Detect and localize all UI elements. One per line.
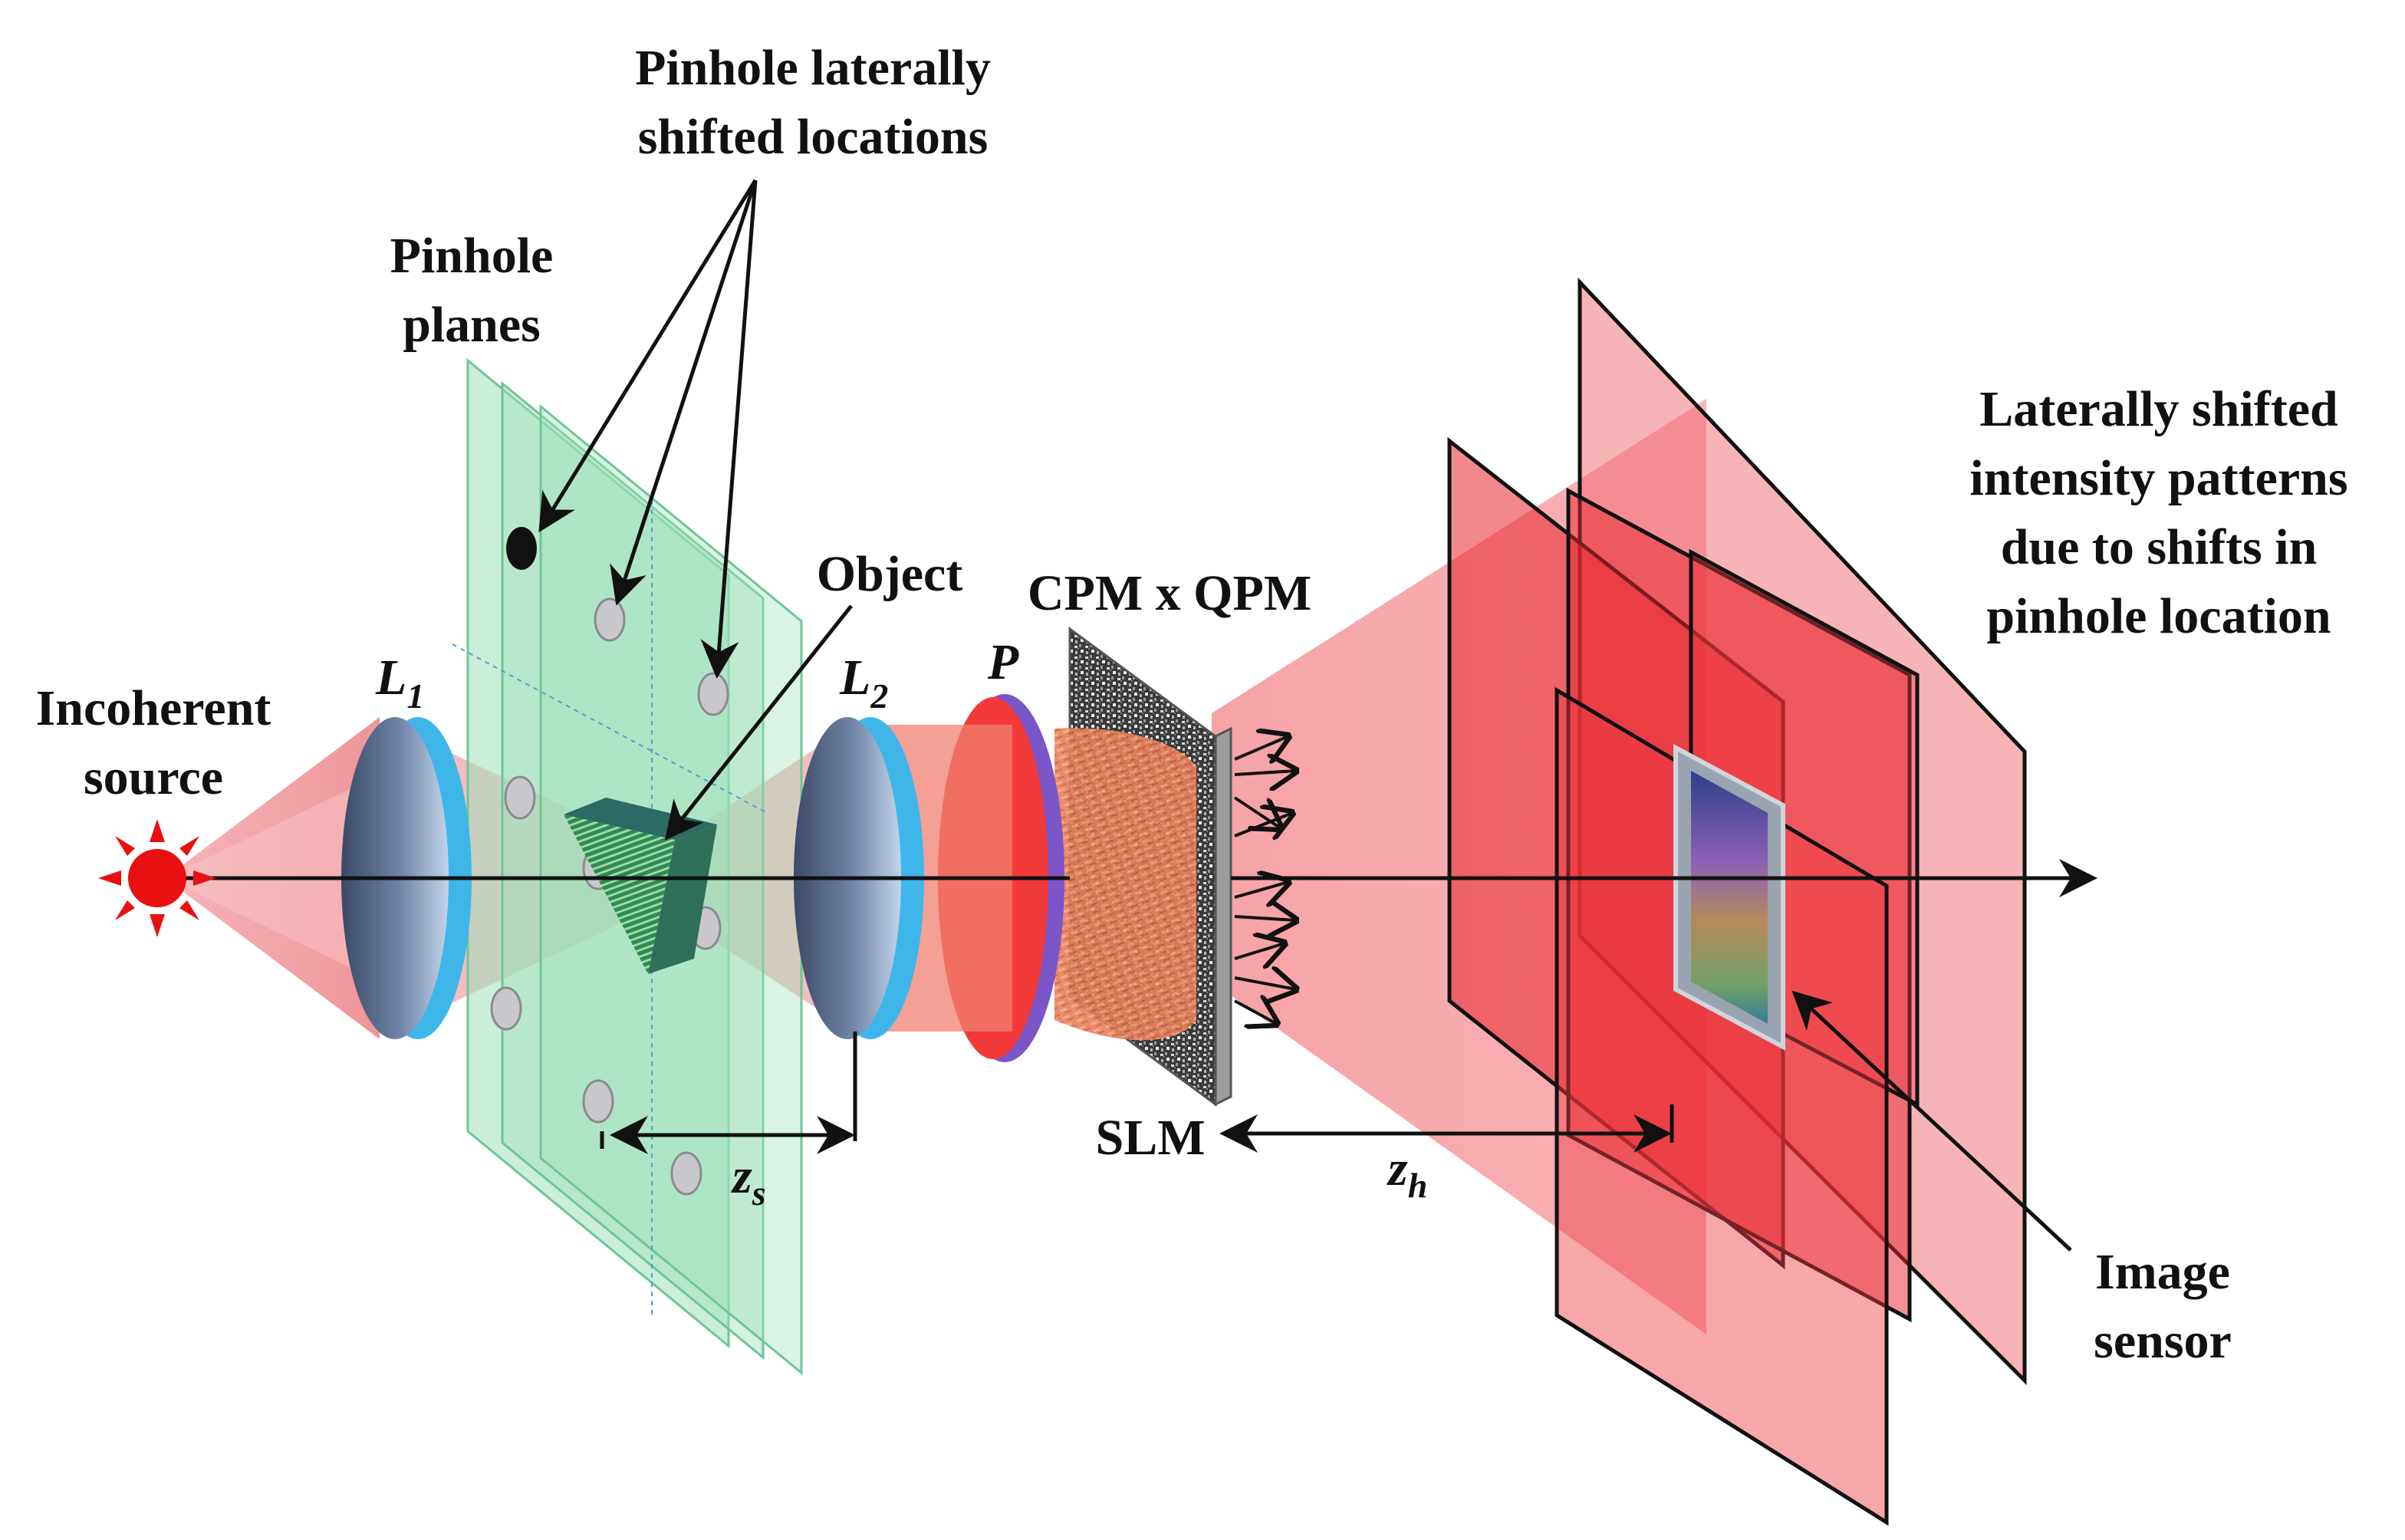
zs-label: zs — [731, 1148, 766, 1213]
svg-text:planes: planes — [403, 297, 541, 353]
pinhole-dot — [670, 1151, 702, 1196]
pinhole-dot — [697, 672, 729, 716]
svg-text:Laterally shifted: Laterally shifted — [1979, 381, 2338, 437]
lens-l2-label: L2 — [839, 650, 888, 716]
svg-text:Incoherent: Incoherent — [36, 680, 271, 736]
pinhole-dot — [594, 597, 626, 642]
svg-text:Pinhole: Pinhole — [390, 228, 554, 284]
zh-dimension — [1219, 1104, 1674, 1153]
lens-l1-label: L1 — [375, 650, 424, 716]
selected-pinhole — [506, 527, 537, 570]
pinhole-dot — [504, 775, 536, 820]
svg-text:Pinhole laterally: Pinhole laterally — [635, 40, 991, 96]
svg-text:shifted locations: shifted locations — [638, 109, 989, 165]
pinhole-planes-label: Pinhole planes — [390, 228, 554, 353]
modulated-beam — [1054, 728, 1196, 1041]
pinhole-shift-label: Pinhole laterally shifted locations — [635, 40, 991, 165]
image-sensor — [1673, 743, 1785, 1051]
svg-text:due to shifts in: due to shifts in — [2001, 519, 2318, 575]
svg-text:sensor: sensor — [2094, 1313, 2232, 1369]
polarizer-label: P — [987, 634, 1019, 690]
zh-label: zh — [1387, 1140, 1427, 1205]
svg-text:source: source — [84, 749, 223, 805]
svg-text:pinhole location: pinhole location — [1986, 588, 2331, 644]
slm-label: SLM — [1095, 1110, 1205, 1166]
svg-text:intensity patterns: intensity patterns — [1969, 450, 2347, 506]
intensity-patterns-label: Laterally shifted intensity patterns due… — [1969, 381, 2347, 644]
cpm-qpm-label: CPM x QPM — [1028, 565, 1311, 621]
zs-dimension — [600, 1032, 857, 1154]
object-label: Object — [817, 546, 963, 602]
scattered-arrows — [1233, 736, 1296, 1024]
pinhole-dot — [582, 1079, 614, 1124]
source-label: Incoherent source — [36, 680, 271, 805]
svg-text:Image: Image — [2095, 1244, 2230, 1300]
pinhole-dot — [490, 986, 522, 1031]
callout-arrows — [538, 179, 2072, 1252]
source-icon — [98, 819, 216, 937]
image-sensor-label: Image sensor — [2094, 1244, 2232, 1369]
